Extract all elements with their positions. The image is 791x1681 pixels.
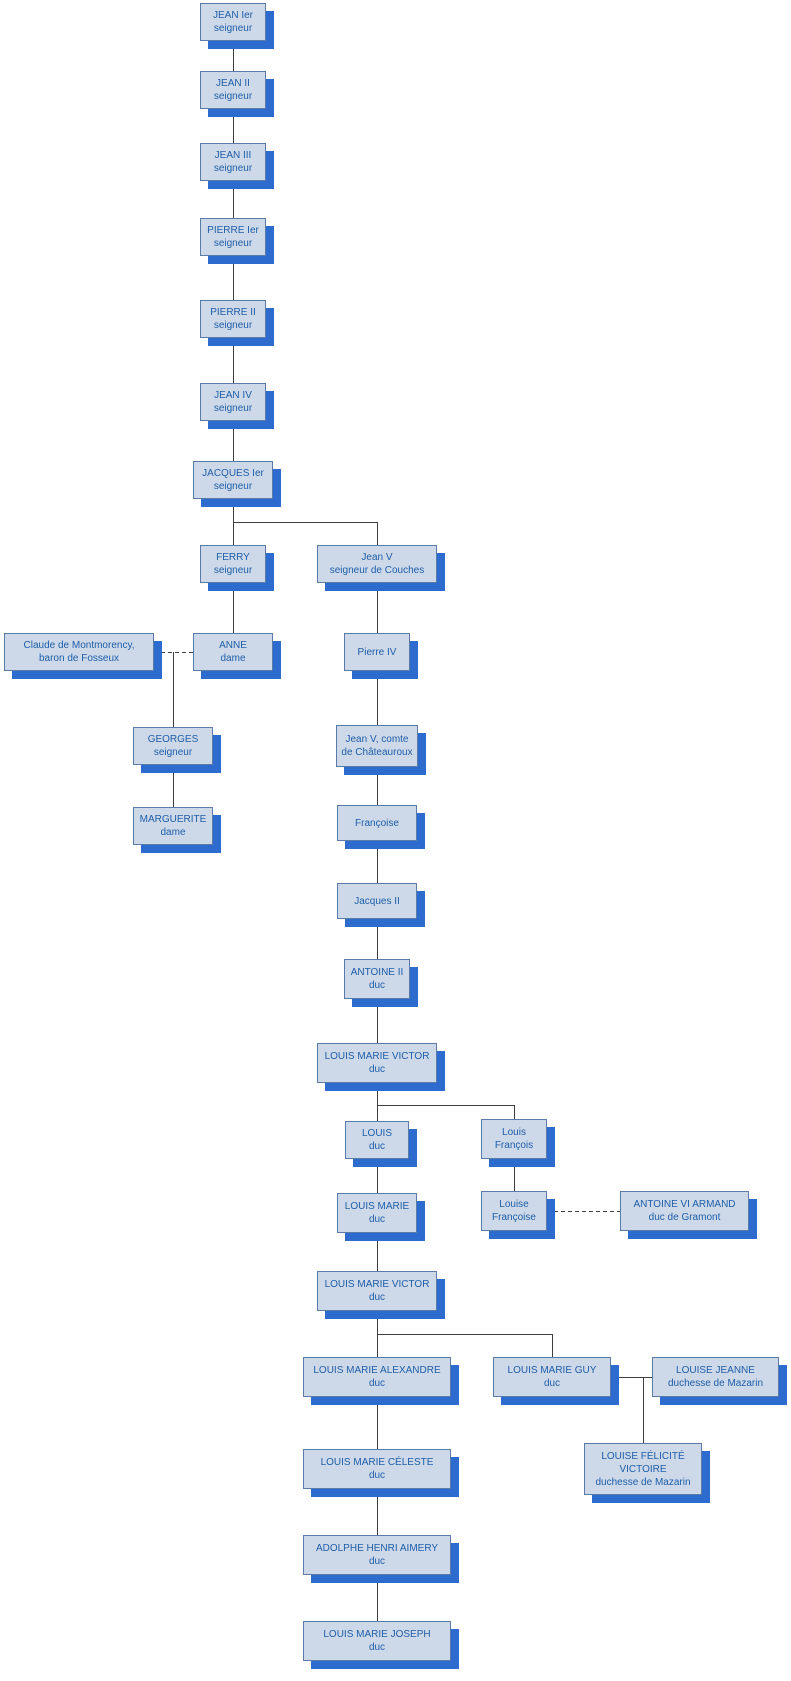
tree-node-louis[interactable]: LOUIS duc [345, 1121, 409, 1159]
tree-node-jean-v-chateauroux[interactable]: Jean V, comte de Châteauroux [336, 725, 418, 767]
tree-node-louis-marie-guy[interactable]: LOUIS MARIE GUY duc [493, 1357, 611, 1397]
node-title: dame [220, 653, 246, 664]
tree-node-antoine-vi-armand[interactable]: ANTOINE VI ARMAND duc de Gramont [620, 1191, 749, 1231]
tree-node-marguerite[interactable]: MARGUERITE dame [133, 807, 213, 845]
node-name: Louis [502, 1127, 526, 1138]
node-title: duc [368, 1642, 386, 1653]
node-name: Jacques II [354, 895, 400, 907]
tree-node-louis-marie-victor-2[interactable]: LOUIS MARIE VICTOR duc [317, 1271, 437, 1311]
tree-node-louis-marie-joseph[interactable]: LOUIS MARIE JOSEPH duc [303, 1621, 451, 1661]
node-title: duc [368, 980, 386, 991]
node-name: LOUIS MARIE JOSEPH [323, 1629, 431, 1640]
node-name: LOUIS MARIE GUY [507, 1365, 597, 1376]
node-name: Jean V, comte [345, 734, 409, 745]
node-name: LOUIS MARIE [344, 1201, 410, 1212]
node-name: LOUISE JEANNE [676, 1365, 755, 1376]
node-title: seigneur [153, 747, 193, 758]
node-name: FERRY [216, 552, 250, 563]
node-title: duc [368, 1556, 386, 1567]
node-name: Françoise [355, 817, 399, 829]
node-name: ANTOINE VI ARMAND [633, 1199, 736, 1210]
node-title: duc [368, 1470, 386, 1481]
node-title: François [494, 1140, 534, 1151]
node-name: LOUIS [361, 1128, 392, 1139]
node-title: seigneur [213, 23, 253, 34]
tree-node-ferry[interactable]: FERRY seigneur [200, 545, 266, 583]
tree-node-adolphe-henri-aimery[interactable]: ADOLPHE HENRI AIMERY duc [303, 1535, 451, 1575]
node-name: LOUIS MARIE VICTOR [324, 1279, 430, 1290]
tree-node-louis-marie-alexandre[interactable]: LOUIS MARIE ALEXANDRE duc [303, 1357, 451, 1397]
tree-node-jean-v-couches[interactable]: Jean V seigneur de Couches [317, 545, 437, 583]
tree-node-louis-marie-celeste[interactable]: LOUIS MARIE CÉLESTE duc [303, 1449, 451, 1489]
node-name: LOUIS MARIE VICTOR [324, 1051, 430, 1062]
tree-node-jacques-ier[interactable]: JACQUES Ier seigneur [193, 461, 273, 499]
node-title: seigneur [213, 238, 253, 249]
tree-node-pierre-iv[interactable]: Pierre IV [344, 633, 410, 671]
node-name: JACQUES Ier [202, 468, 264, 479]
node-name: ADOLPHE HENRI AIMERY [315, 1543, 439, 1554]
tree-node-pierre-ii[interactable]: PIERRE II seigneur [200, 300, 266, 338]
node-title: dame [160, 827, 186, 838]
node-name: Claude de Montmorency, [23, 640, 135, 651]
node-title: duc de Gramont [648, 1212, 721, 1223]
node-title: Françoise [492, 1212, 536, 1223]
tree-node-antoine-ii[interactable]: ANTOINE II duc [344, 959, 410, 999]
node-name: PIERRE Ier [207, 225, 259, 236]
node-name: GEORGES [147, 734, 199, 745]
tree-node-jean-iii[interactable]: JEAN III seigneur [200, 143, 266, 181]
tree-node-jean-ier[interactable]: JEAN Ier seigneur [200, 3, 266, 41]
node-name: LOUIS MARIE ALEXANDRE [313, 1365, 441, 1376]
node-title: seigneur [213, 91, 253, 102]
tree-node-louis-marie-victor-1[interactable]: LOUIS MARIE VICTOR duc [317, 1043, 437, 1083]
node-name: JEAN IV [214, 390, 252, 401]
node-name: JEAN III [214, 150, 252, 161]
tree-node-francoise[interactable]: Françoise [337, 805, 417, 841]
node-name: MARGUERITE [139, 814, 207, 825]
node-name: Jean V [361, 552, 393, 563]
tree-node-louis-francois[interactable]: Louis François [481, 1119, 547, 1159]
node-title: seigneur [213, 481, 253, 492]
tree-node-georges[interactable]: GEORGES seigneur [133, 727, 213, 765]
node-title: duchesse de Mazarin [667, 1378, 764, 1389]
node-title: duc [543, 1378, 561, 1389]
node-name: JEAN II [216, 78, 250, 89]
tree-node-anne[interactable]: ANNE dame [193, 633, 273, 671]
node-title: de Châteauroux [341, 747, 413, 758]
tree-node-jacques-ii[interactable]: Jacques II [337, 883, 417, 919]
node-title: baron de Fosseux [38, 653, 120, 664]
node-name: PIERRE II [210, 307, 256, 318]
tree-node-louise-jeanne[interactable]: LOUISE JEANNE duchesse de Mazarin [652, 1357, 779, 1397]
node-title: duc [368, 1214, 386, 1225]
node-title: duc [368, 1064, 386, 1075]
tree-node-pierre-ier[interactable]: PIERRE Ier seigneur [200, 218, 266, 256]
node-name: LOUIS MARIE CÉLESTE [320, 1457, 434, 1468]
node-title: seigneur de Couches [329, 565, 425, 576]
tree-node-jean-iv[interactable]: JEAN IV seigneur [200, 383, 266, 421]
node-name: ANNE [219, 640, 247, 651]
tree-node-louis-marie[interactable]: LOUIS MARIE duc [337, 1193, 417, 1233]
node-title: duc [368, 1292, 386, 1303]
node-title: duchesse de Mazarin [595, 1476, 691, 1488]
node-name: LOUISE FÉLICITÉ VICTOIRE [601, 1450, 685, 1475]
node-title: seigneur [213, 163, 253, 174]
node-name: JEAN Ier [212, 10, 253, 21]
node-name: Louise [499, 1199, 529, 1210]
node-title: seigneur [213, 565, 253, 576]
node-title: duc [368, 1378, 386, 1389]
tree-node-jean-ii[interactable]: JEAN II seigneur [200, 71, 266, 109]
node-name: Pierre IV [357, 646, 397, 658]
node-name: ANTOINE II [350, 967, 404, 978]
node-title: duc [368, 1141, 386, 1152]
node-title: seigneur [213, 320, 253, 331]
tree-node-claude-de-montmorency[interactable]: Claude de Montmorency, baron de Fosseux [4, 633, 154, 671]
node-title: seigneur [213, 403, 253, 414]
tree-node-louise-felicite-victoire[interactable]: LOUISE FÉLICITÉ VICTOIRE duchesse de Maz… [584, 1443, 702, 1495]
tree-node-louise-francoise[interactable]: Louise Françoise [481, 1191, 547, 1231]
